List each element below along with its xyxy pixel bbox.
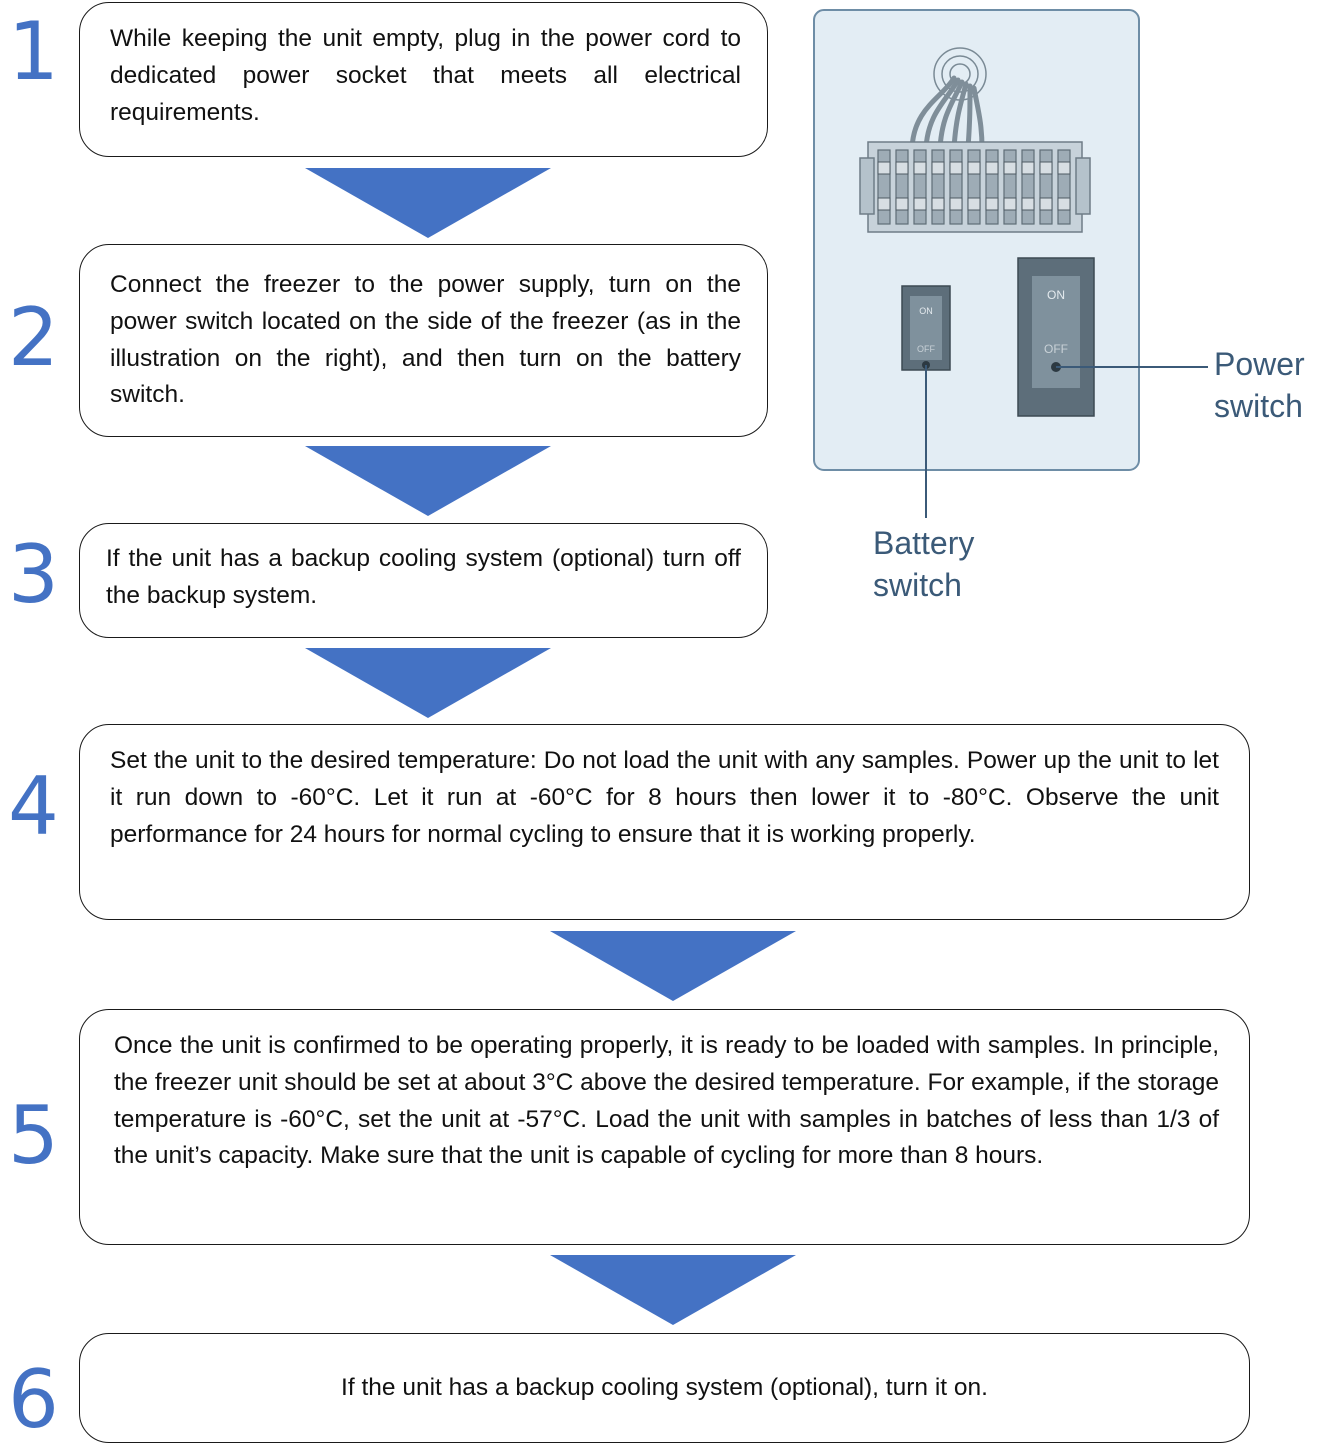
step-2-text: Connect the freezer to the power supply,… [110, 271, 741, 409]
step-5-box: Once the unit is confirmed to be operati… [79, 1009, 1250, 1245]
battery-switch-off-label: OFF [917, 344, 935, 354]
step-6-text: If the unit has a backup cooling system … [341, 1373, 988, 1401]
battery-switch: ON OFF [901, 285, 951, 371]
step-number-3: 3 [8, 528, 59, 621]
step-4-text: Set the unit to the desired temperature:… [110, 747, 1219, 848]
step-2-box: Connect the freezer to the power supply,… [79, 244, 768, 437]
step-6-box: If the unit has a backup cooling system … [79, 1333, 1250, 1443]
battery-switch-callout-line2: switch [873, 566, 962, 603]
battery-switch-leader-ext [925, 470, 927, 518]
flow-arrow-5 [550, 1255, 796, 1325]
battery-switch-callout: Battery switch [873, 523, 974, 606]
step-number-4: 4 [8, 760, 59, 853]
step-number-5: 5 [8, 1089, 59, 1182]
step-3-box: If the unit has a backup cooling system … [79, 523, 768, 638]
battery-switch-callout-line1: Battery [873, 525, 975, 561]
power-switch-callout: Power switch [1214, 344, 1305, 427]
step-number-1: 1 [8, 5, 59, 98]
step-4-box: Set the unit to the desired temperature:… [79, 724, 1250, 920]
flow-arrow-4 [550, 931, 796, 1001]
flow-arrow-2 [305, 446, 551, 516]
step-1-box: While keeping the unit empty, plug in th… [79, 2, 768, 157]
step-number-2: 2 [8, 291, 59, 384]
power-switch: ON OFF [1017, 257, 1095, 417]
battery-switch-on-label: ON [919, 306, 933, 316]
step-1-text: While keeping the unit empty, plug in th… [110, 25, 741, 126]
flow-arrow-1 [305, 168, 551, 238]
step-5-text: Once the unit is confirmed to be operati… [114, 1032, 1219, 1170]
power-switch-callout-line2: switch [1214, 387, 1303, 424]
power-switch-callout-line1: Power [1214, 346, 1305, 382]
freezer-side-panel-illustration: ON OFF ON OFF [813, 9, 1142, 473]
power-switch-off-label: OFF [1044, 342, 1068, 356]
step-3-text: If the unit has a backup cooling system … [106, 545, 741, 609]
terminal-block-icon [859, 141, 1091, 233]
step-number-6: 6 [8, 1353, 59, 1446]
power-switch-on-label: ON [1047, 288, 1065, 302]
flow-arrow-3 [305, 648, 551, 718]
power-switch-leader-ext [1140, 366, 1208, 368]
